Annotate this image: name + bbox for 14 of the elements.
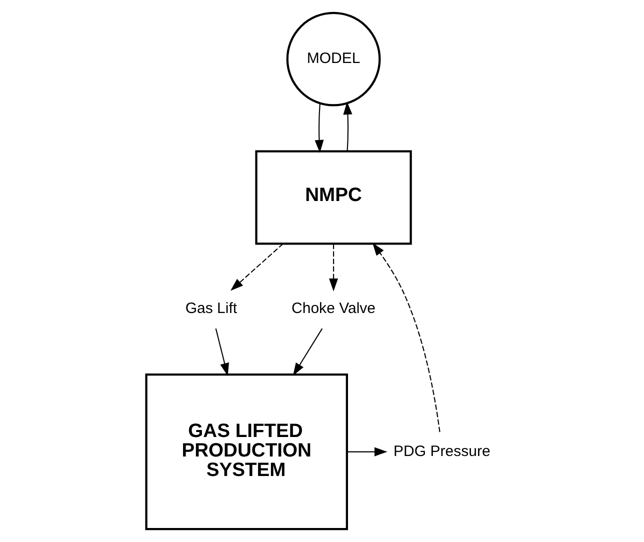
- node-text: Choke Valve: [292, 300, 376, 318]
- arrow: [314, 103, 324, 153]
- node-box: GAS LIFTED PRODUCTION SYSTEM: [145, 373, 348, 530]
- arrow: [329, 244, 338, 292]
- arrow: [343, 102, 352, 152]
- node-text: PDG Pressure: [394, 442, 490, 460]
- arrow: [372, 242, 440, 432]
- node-circle: MODEL: [286, 12, 381, 106]
- arrow: [215, 328, 230, 376]
- node-text: Gas Lift: [185, 300, 238, 318]
- arrow: [292, 328, 323, 376]
- arrow: [230, 243, 284, 291]
- node-box: NMPC: [255, 150, 412, 245]
- arrow: [347, 447, 388, 456]
